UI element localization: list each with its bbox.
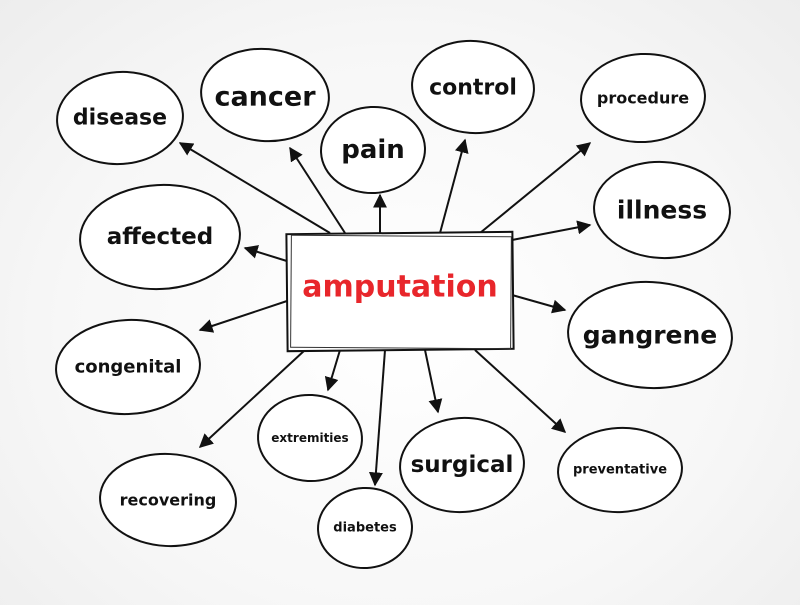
- node-affected: affected: [79, 183, 241, 291]
- arrow-cancer: [289, 146, 346, 234]
- node-control: control: [411, 39, 535, 135]
- node-illness: illness: [593, 160, 731, 260]
- node-congenital: congenital: [55, 318, 201, 416]
- center-node: amputation: [285, 230, 515, 353]
- arrow-procedure: [479, 142, 592, 234]
- node-preventative: preventative: [557, 426, 683, 514]
- node-extremities: extremities: [257, 393, 363, 483]
- node-label: diabetes: [333, 521, 397, 536]
- node-gangrene: gangrene: [567, 280, 733, 390]
- node-label: preventative: [573, 463, 667, 478]
- center-box-sketch: [290, 234, 512, 350]
- node-label: pain: [341, 135, 405, 165]
- arrow-preventative: [474, 349, 567, 433]
- center-box: [285, 230, 515, 353]
- node-pain: pain: [320, 105, 426, 195]
- arrow-recovering: [198, 349, 306, 448]
- node-label: procedure: [597, 89, 689, 108]
- node-label: recovering: [120, 491, 217, 510]
- node-label: cancer: [214, 82, 316, 113]
- node-procedure: procedure: [580, 52, 706, 144]
- arrow-affected: [243, 245, 291, 263]
- arrow-extremities: [324, 349, 341, 392]
- node-label: disease: [73, 106, 167, 131]
- node-disease: disease: [56, 70, 184, 166]
- arrow-diabetes: [368, 349, 386, 487]
- node-label: control: [429, 76, 517, 101]
- node-surgical: surgical: [399, 416, 525, 514]
- node-label: affected: [107, 224, 213, 250]
- node-label: illness: [617, 196, 707, 225]
- arrow-gangrene: [511, 294, 567, 314]
- node-cancer: cancer: [200, 47, 330, 143]
- concept-nodes: disease cancer pain control procedure il…: [55, 39, 733, 570]
- node-label: surgical: [411, 452, 514, 478]
- arrow-surgical: [424, 349, 443, 414]
- node-label: extremities: [271, 431, 348, 445]
- arrow-disease: [178, 142, 331, 234]
- center-label: amputation: [302, 270, 498, 305]
- connector-arrows: [178, 138, 592, 487]
- node-recovering: recovering: [99, 452, 237, 548]
- arrow-congenital: [198, 299, 291, 333]
- arrow-control: [439, 138, 469, 234]
- arrow-illness: [511, 220, 592, 241]
- node-label: gangrene: [583, 321, 718, 350]
- node-diabetes: diabetes: [317, 486, 413, 570]
- node-label: congenital: [75, 357, 182, 378]
